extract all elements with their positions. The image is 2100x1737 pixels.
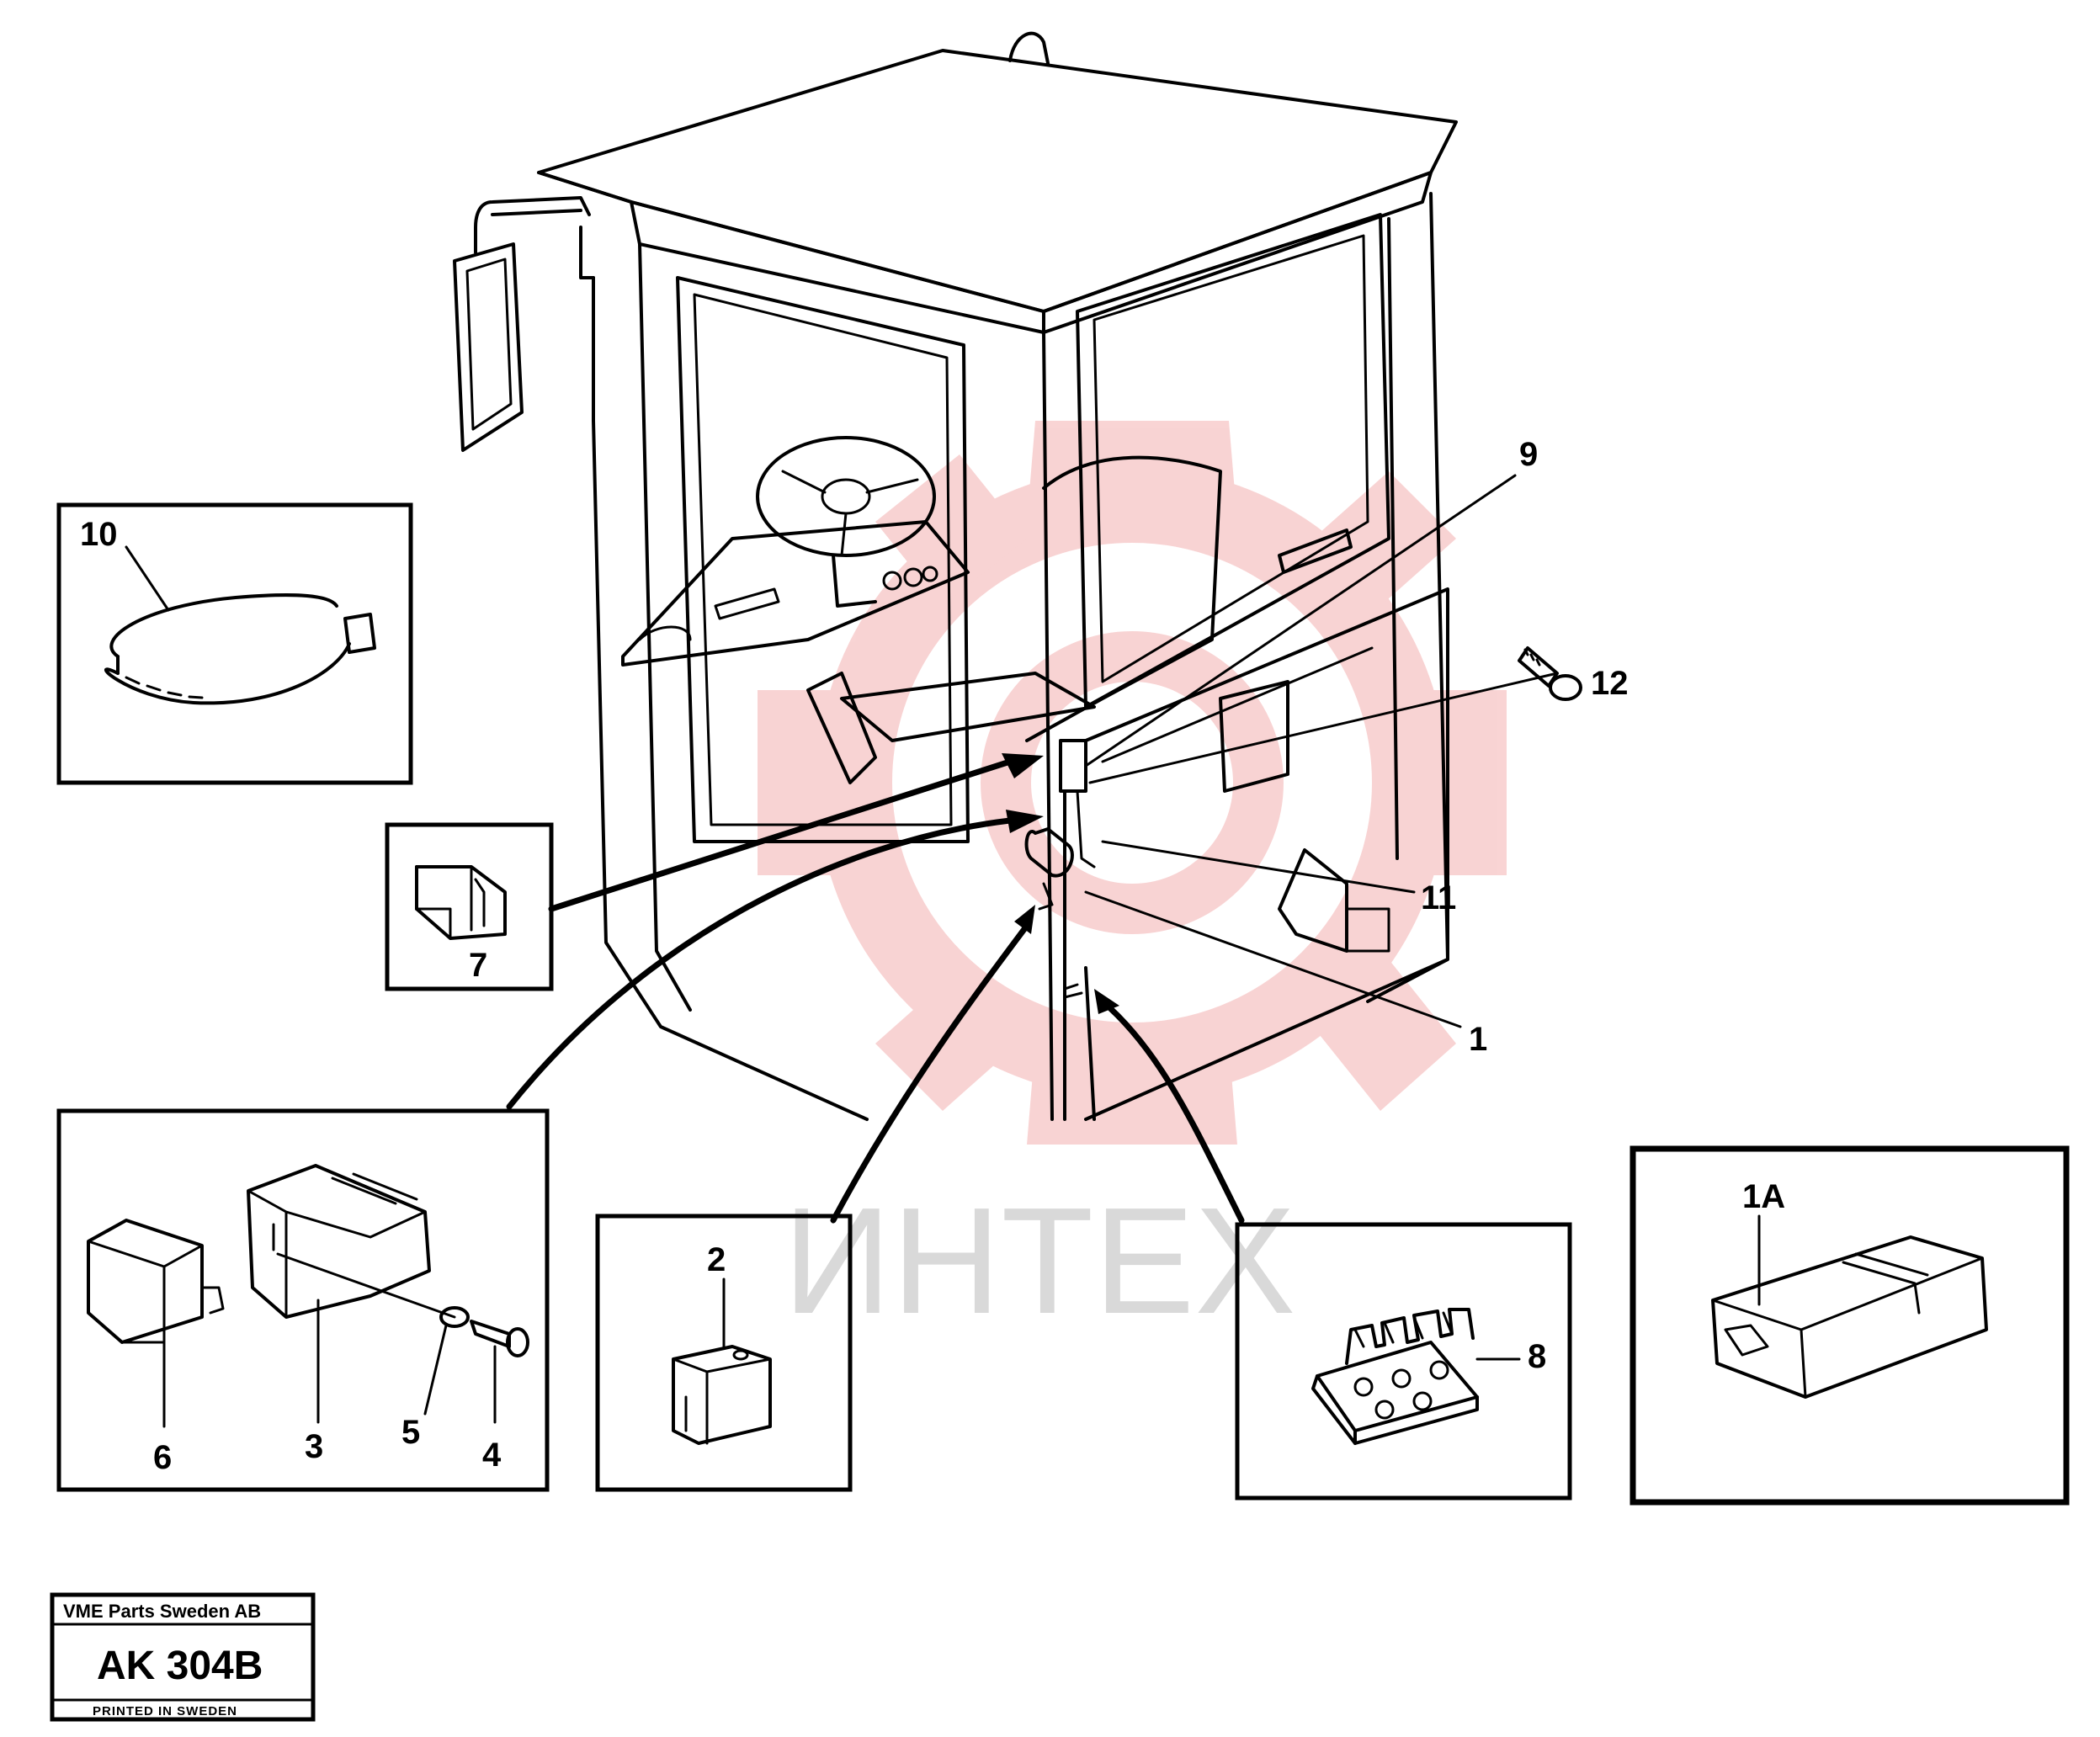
title-block-code: AK 304B: [97, 1644, 263, 1688]
watermark-text: ИНТЕХ: [783, 1177, 1295, 1346]
leader-12: [1088, 672, 1559, 784]
leader-11: [1101, 840, 1416, 894]
callout-11: 11: [1421, 879, 1456, 916]
callout-7: 7: [469, 947, 487, 984]
switch-7-illustration: [415, 865, 507, 940]
callout-6: 6: [153, 1439, 172, 1476]
callout-labels: 1 1A 2 3 4 5 6 7 8 9 10 11 12: [80, 436, 1785, 1476]
callout-4: 4: [482, 1437, 502, 1474]
callout-1: 1: [1469, 1021, 1487, 1058]
title-block-company: VME Parts Sweden AB: [63, 1601, 261, 1622]
leader-9: [1084, 474, 1517, 768]
arrow-to-box-3-6: [506, 817, 1013, 1110]
connector-2-illustration: [672, 1345, 772, 1445]
detail-box-7: [385, 822, 554, 991]
screw-4-illustration: [470, 1320, 529, 1357]
detail-box-10: [56, 502, 413, 785]
cover-1a-illustration: [1711, 1235, 1988, 1399]
holder-3-illustration: [247, 1164, 431, 1319]
bolt-12-illustration: [1518, 646, 1582, 701]
arrow-to-box-7: [548, 758, 1013, 912]
washer-5-illustration: [439, 1306, 470, 1328]
title-block: VME Parts Sweden AB AK 304B PRINTED IN S…: [50, 1592, 316, 1722]
detail-box-2: [595, 1214, 853, 1492]
callout-9: 9: [1519, 436, 1538, 473]
callout-8: 8: [1528, 1338, 1546, 1375]
callout-2: 2: [707, 1241, 726, 1278]
callout-5: 5: [401, 1414, 420, 1451]
relay-6-illustration: [87, 1219, 225, 1344]
arrow-to-box-8: [1099, 998, 1245, 1224]
callout-10: 10: [80, 516, 118, 553]
detail-box-3-6: [56, 1108, 550, 1492]
title-block-printed: PRINTED IN SWEDEN: [93, 1704, 237, 1718]
callout-3: 3: [305, 1428, 323, 1465]
leader-lines: [506, 474, 1559, 1224]
detail-box-1a: [1629, 1145, 2070, 1506]
cab-illustration: [453, 31, 1458, 1121]
callout-1a: 1A: [1742, 1178, 1785, 1215]
detail-box-8: [1235, 1222, 1572, 1501]
leader-1: [1084, 890, 1462, 1028]
bracket-8-illustration: [1311, 1308, 1479, 1445]
callout-12: 12: [1591, 665, 1629, 702]
cable-tie-illustration: [104, 593, 376, 705]
arrow-to-box-2: [830, 922, 1030, 1224]
